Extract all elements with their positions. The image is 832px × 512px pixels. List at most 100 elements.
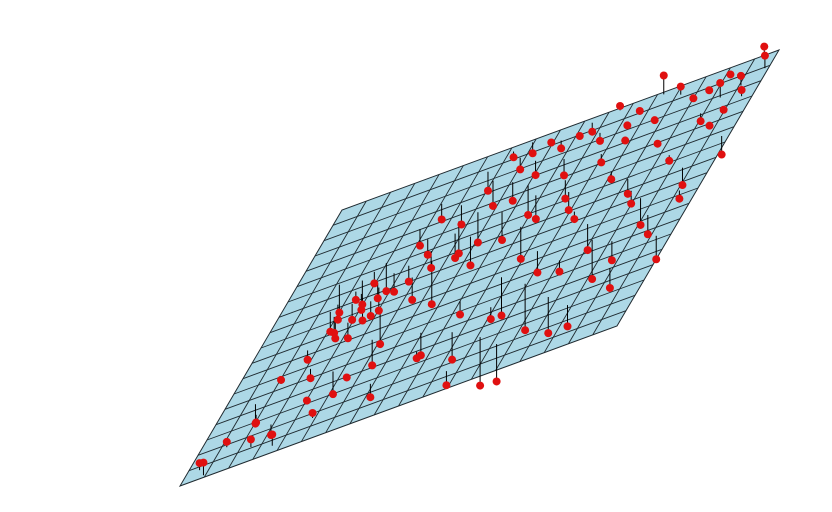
data-point: [531, 214, 540, 223]
data-point: [588, 275, 597, 284]
data-point: [457, 220, 466, 229]
data-point: [483, 186, 492, 195]
data-point: [373, 294, 382, 303]
data-point: [561, 194, 570, 203]
data-point: [544, 329, 553, 338]
data-point: [509, 153, 518, 162]
data-point: [689, 94, 698, 103]
plane-grid-line-y: [242, 218, 681, 380]
data-point: [374, 306, 383, 315]
plane-grid-line-y: [287, 141, 726, 303]
data-point: [488, 201, 497, 210]
data-point: [423, 250, 432, 259]
data-point: [358, 300, 367, 309]
data-point: [456, 310, 465, 319]
data-point: [588, 127, 597, 136]
data-point: [268, 430, 277, 439]
data-point: [333, 315, 342, 324]
data-point: [497, 311, 506, 320]
data-point: [652, 255, 661, 264]
data-point: [524, 210, 533, 219]
data-point: [351, 295, 360, 304]
data-point: [358, 316, 367, 325]
data-point: [492, 377, 501, 386]
data-point: [675, 194, 684, 203]
data-point: [583, 246, 592, 255]
data-point: [366, 393, 375, 402]
data-point: [335, 308, 344, 317]
data-point: [427, 263, 436, 272]
data-point: [533, 268, 542, 277]
data-point: [607, 256, 616, 265]
data-point: [277, 375, 286, 384]
data-point: [705, 86, 714, 95]
data-point: [328, 390, 337, 399]
data-point: [570, 215, 579, 224]
data-point: [547, 138, 556, 147]
data-point: [564, 206, 573, 215]
data-point: [760, 51, 769, 60]
data-point: [528, 149, 537, 158]
plane-grid-line-y: [215, 264, 654, 426]
data-point: [408, 295, 417, 304]
data-point: [382, 287, 391, 296]
data-point: [705, 121, 714, 130]
data-point: [222, 437, 231, 446]
data-point: [555, 267, 564, 276]
data-point: [303, 355, 312, 364]
data-point: [415, 241, 424, 250]
data-point: [597, 158, 606, 167]
data-point: [696, 117, 705, 126]
data-point: [760, 42, 769, 51]
plane-grid-line-y: [188, 310, 627, 472]
data-point: [678, 181, 687, 190]
data-point: [676, 82, 685, 91]
plane-grid-line-y: [224, 248, 663, 410]
data-point: [653, 139, 662, 148]
data-point: [623, 121, 632, 130]
plane-grid-line-y: [323, 80, 762, 242]
data-point: [376, 340, 385, 349]
data-point: [623, 189, 632, 198]
data-point: [246, 435, 255, 444]
plane-grid-line-y: [251, 202, 690, 364]
data-point: [368, 361, 377, 370]
data-point: [476, 381, 485, 390]
plane-layer: [178, 49, 781, 487]
data-point: [726, 70, 735, 79]
data-point: [306, 374, 315, 383]
data-point: [343, 334, 352, 343]
data-point: [716, 78, 725, 87]
data-point: [719, 105, 728, 114]
data-point: [342, 373, 351, 382]
data-point: [665, 156, 674, 165]
data-point: [195, 459, 204, 468]
data-point: [348, 315, 357, 324]
data-point: [370, 279, 379, 288]
data-point: [366, 311, 375, 320]
data-point: [563, 322, 572, 331]
data-point: [737, 85, 746, 94]
data-point: [302, 396, 311, 405]
data-point: [498, 236, 507, 245]
data-point: [404, 277, 413, 286]
data-point: [521, 326, 530, 335]
data-point: [621, 136, 630, 145]
data-point: [616, 101, 625, 110]
data-point: [659, 71, 668, 80]
plane-grid-line-y: [296, 126, 735, 288]
plane-grid-line-y: [305, 110, 744, 272]
data-point: [650, 116, 659, 125]
data-point: [251, 419, 260, 428]
data-point: [442, 381, 451, 390]
data-point: [448, 355, 457, 364]
point-layer: [195, 42, 769, 468]
data-point: [531, 171, 540, 180]
data-point: [412, 354, 421, 363]
data-point: [308, 408, 317, 417]
plane-grid-line-y: [233, 233, 672, 395]
data-point: [508, 196, 517, 205]
data-point: [607, 175, 616, 184]
data-point: [736, 71, 745, 80]
